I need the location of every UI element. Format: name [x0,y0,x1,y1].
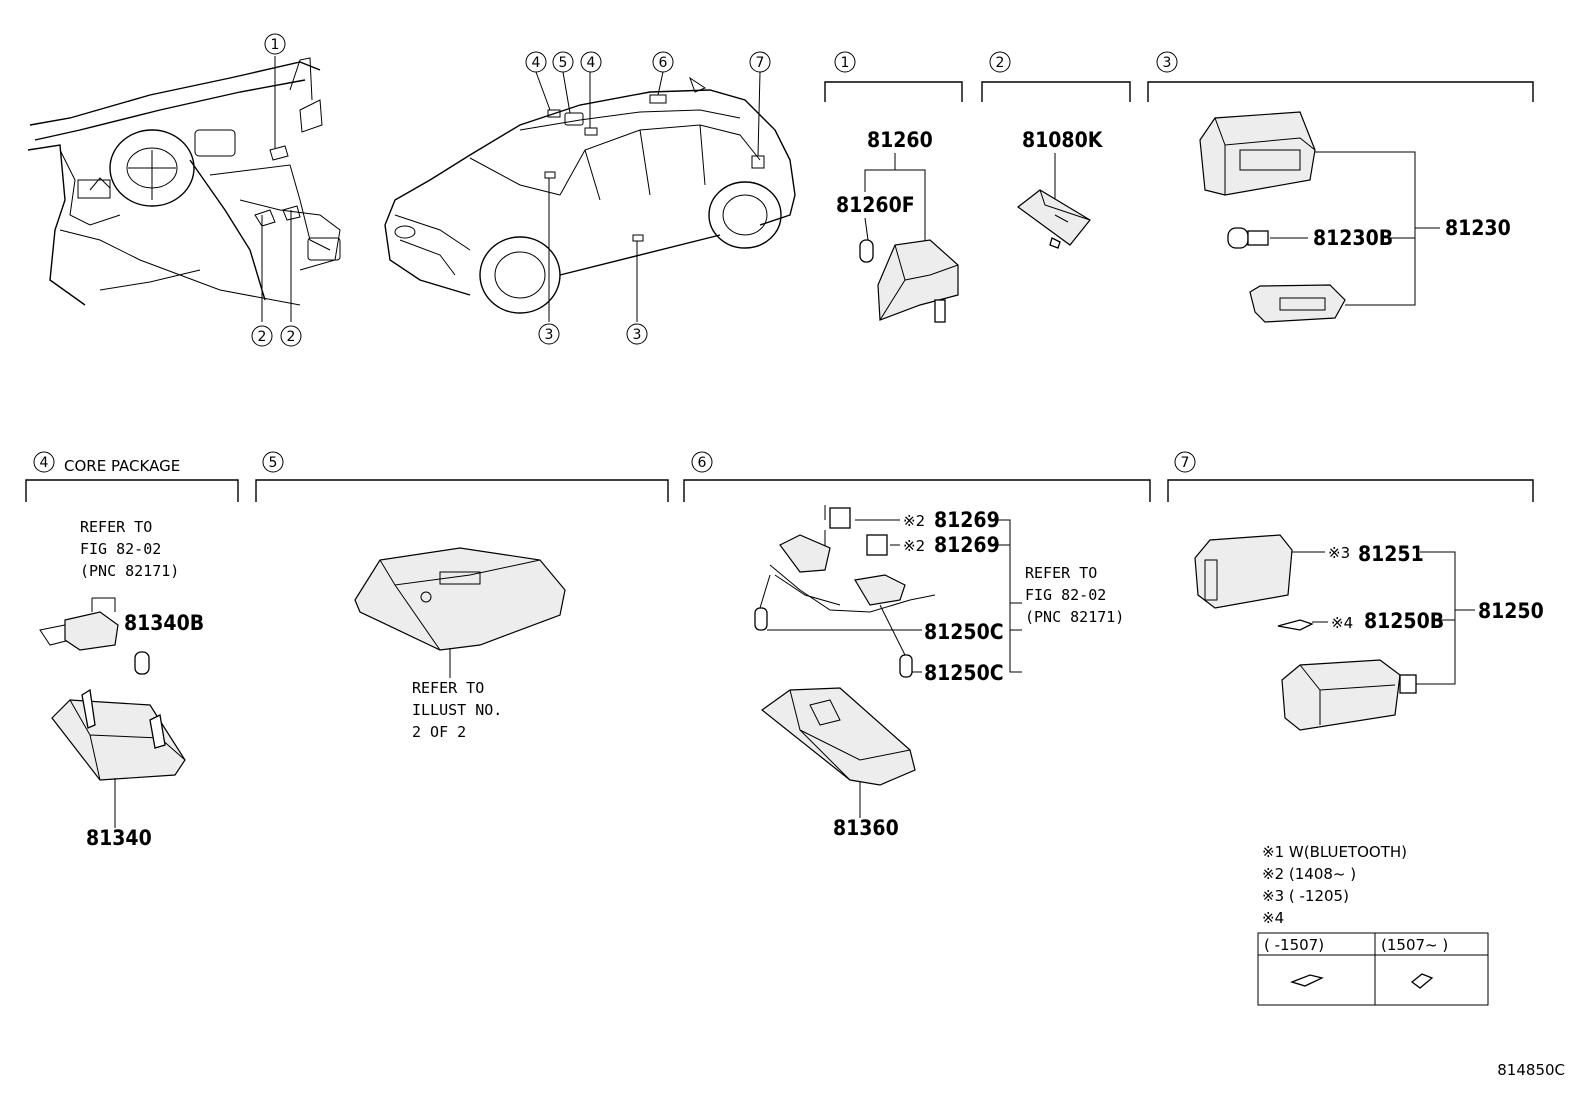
callout-5-vehicle: 5 [559,55,568,71]
section-6: 6 ※2 ※2 81269 81269 81250C 81250C REFER … [683,451,1151,840]
part-81250-label: 81250 [1478,599,1544,623]
part-81250C-upper-label: 81250C [924,620,1004,644]
bulb-type-a-icon [1290,974,1324,987]
part-81250B-label: 81250B [1364,609,1444,633]
part-81251-label: 81251 [1358,542,1424,566]
part-81340-label: 81340 [86,826,152,850]
section-6-ref-line-3: (PNC 82171) [1025,608,1124,626]
section-5-ref-line-3: 2 OF 2 [412,723,466,741]
callout-2-interior-right: 2 [287,329,296,345]
section-5-callout: 5 [269,455,278,471]
part-81260F-label: 81260F [836,193,915,217]
section-7-callout: 7 [1181,455,1190,471]
callout-7-vehicle: 7 [756,55,765,71]
part-81230B-label: 81230B [1313,226,1393,250]
legend-table-col-2: (1507~ ) [1381,936,1448,954]
part-81269-lower-label: 81269 [934,533,1000,557]
legend-note-1: ※1 W(BLUETOOTH) [1262,843,1407,861]
interior-dashboard-illustration: 1 2 2 [27,33,341,347]
section-6-ref-line-1: REFER TO [1025,564,1097,582]
part-81250C-lower-label: 81250C [924,661,1004,685]
section-3: 3 81230B 81230 [1147,51,1534,323]
section-6-mark-a: ※2 [903,512,925,530]
section-1-callout: 1 [841,55,850,71]
section-1: 1 81260 81260F [824,51,963,323]
section-2: 2 81080K [981,51,1131,249]
section-3-callout: 3 [1163,55,1172,71]
section-4-ref-line-3: (PNC 82171) [80,562,179,580]
section-6-callout: 6 [698,455,707,471]
section-5-ref-line-2: ILLUST NO. [412,701,502,719]
section-6-mark-b: ※2 [903,537,925,555]
legend-table-col-1: ( -1507) [1264,936,1324,954]
section-5: 5 REFER TO ILLUST NO. 2 OF 2 [255,451,669,741]
section-4-ref-line-1: REFER TO [80,518,152,536]
callout-3-vehicle-left: 3 [545,327,554,343]
callout-6-vehicle: 6 [659,55,668,71]
legend-note-4: ※4 [1262,909,1284,927]
legend-table [1257,932,1489,1006]
section-5-ref-line-1: REFER TO [412,679,484,697]
section-6-ref-line-2: FIG 82-02 [1025,586,1106,604]
callout-3-vehicle-right: 3 [633,327,642,343]
part-81269-upper-label: 81269 [934,508,1000,532]
part-81360-label: 81360 [833,816,899,840]
callout-4-vehicle-right: 4 [587,55,596,71]
part-81080K-label: 81080K [1022,128,1104,152]
callout-1-interior: 1 [271,37,280,53]
section-2-callout: 2 [996,55,1005,71]
section-4-callout: 4 [40,455,49,471]
section-4-title: CORE PACKAGE [64,457,180,475]
legend: ※1 W(BLUETOOTH) ※2 (1408~ ) ※3 ( -1205) … [1257,843,1489,1006]
part-81260-label: 81260 [867,128,933,152]
part-81340B-label: 81340B [124,611,204,635]
section-7-mark-3: ※3 [1328,544,1350,562]
callout-2-interior-left: 2 [258,329,267,345]
legend-note-3: ※3 ( -1205) [1262,887,1349,905]
section-4: 4 CORE PACKAGE REFER TO FIG 82-02 (PNC 8… [25,451,239,850]
callout-4-vehicle-left: 4 [532,55,541,71]
diagram-id: 814850C [1497,1061,1565,1079]
section-7: 7 ※3 81251 ※4 81250B 81250 [1167,451,1544,731]
part-81230-label: 81230 [1445,216,1511,240]
section-7-mark-4: ※4 [1331,614,1353,632]
vehicle-illustration: 4 5 4 6 7 3 3 [384,51,796,345]
bulb-type-b-icon [1410,973,1434,989]
legend-note-2: ※2 (1408~ ) [1262,865,1356,883]
section-4-ref-line-2: FIG 82-02 [80,540,161,558]
